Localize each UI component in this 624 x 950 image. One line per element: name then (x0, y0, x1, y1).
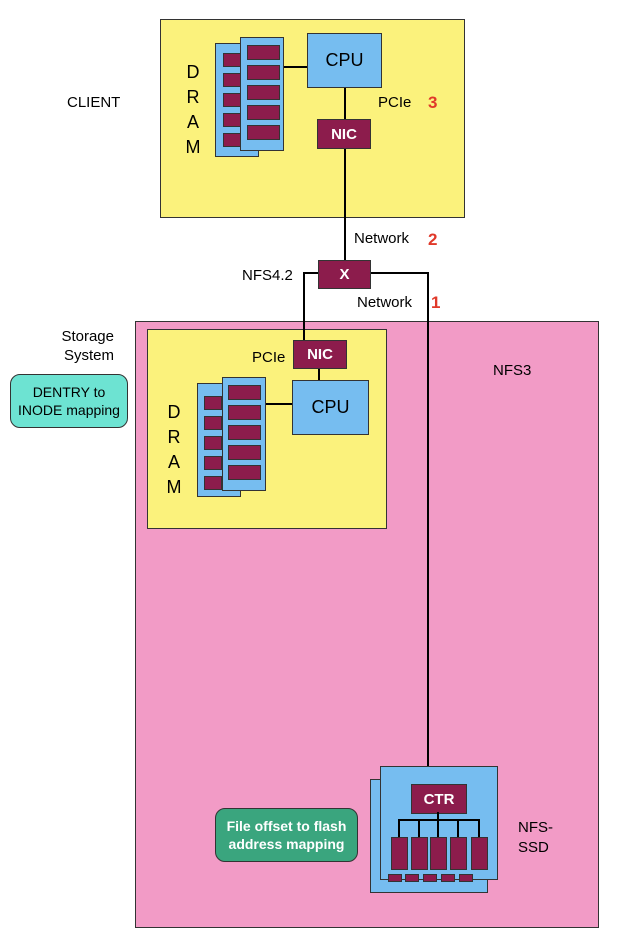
dram-letter: M (166, 477, 182, 497)
switch-server-v-line (303, 272, 305, 342)
dram-chip (247, 105, 280, 120)
dram-letter: R (167, 427, 181, 447)
dram-chip (223, 93, 241, 107)
dram-chip (228, 445, 261, 460)
nfs42-label: NFS4.2 (242, 267, 293, 284)
client-nic: NIC (317, 119, 371, 149)
ssd-bus-line (398, 819, 400, 837)
client-dram-cpu-line (282, 66, 307, 68)
pcie-server-label: PCIe (252, 349, 286, 366)
flash-chip (430, 837, 447, 870)
flash-chip (405, 874, 419, 882)
ssd-controller: CTR (411, 784, 467, 814)
nfs3-label: NFS3 (493, 362, 532, 379)
network-switch: X (318, 260, 371, 289)
dram-letter: D (167, 402, 181, 422)
dram-letter: D (186, 62, 200, 82)
dram-letter: M (185, 137, 201, 157)
server-nic-cpu-line (318, 368, 320, 380)
storage-system-label: Storage System (61, 328, 114, 364)
dram-chip (228, 465, 261, 480)
switch-ssd-h-line (369, 272, 429, 274)
dram-chip (223, 73, 241, 87)
flash-chip (391, 837, 408, 870)
dram-chip (204, 416, 222, 430)
nfs-ssd-label: NFS- SSD (518, 819, 553, 856)
flash-chip (423, 874, 437, 882)
switch-ssd-v-line (427, 272, 429, 766)
network-label-right: Network (357, 294, 413, 311)
ssd-bus-line (418, 819, 420, 837)
dram-chip (204, 476, 222, 490)
client-label: CLIENT (67, 94, 121, 111)
dram-chip (247, 65, 280, 80)
network-top-number-badge: 2 (428, 230, 438, 249)
flash-chip (388, 874, 402, 882)
dram-chip (204, 436, 222, 450)
network-label-top: Network (354, 230, 410, 247)
dram-letter: A (167, 452, 180, 472)
dram-chip (204, 396, 222, 410)
dentry-note: DENTRY to INODE mapping (10, 374, 128, 428)
flash-chip (441, 874, 455, 882)
pcie-number-badge: 3 (428, 93, 438, 112)
client-cpu-nic-line (344, 87, 346, 119)
network-right-number-badge: 1 (431, 293, 441, 312)
client-cpu: CPU (307, 33, 382, 88)
client-dram-label: D R A M (183, 60, 203, 160)
ssd-bus-line (437, 812, 439, 820)
dram-chip (228, 425, 261, 440)
ssd-bus-line (478, 819, 480, 837)
dram-chip (204, 456, 222, 470)
dram-letter: A (186, 112, 199, 132)
server-dram-cpu-line (264, 403, 292, 405)
pcie-client-label: PCIe (378, 94, 412, 111)
dram-chip (223, 133, 241, 147)
client-nic-switch-line (344, 148, 346, 260)
dram-chip (223, 53, 241, 67)
ssd-bus-line (437, 819, 439, 837)
flash-chip (450, 837, 467, 870)
dram-chip (247, 45, 280, 60)
dram-letter: R (186, 87, 200, 107)
ssd-bus-line (457, 819, 459, 837)
server-nic: NIC (293, 340, 347, 369)
flash-chip (471, 837, 488, 870)
dram-chip (223, 113, 241, 127)
dram-chip (247, 85, 280, 100)
file-offset-note: File offset to flash address mapping (215, 808, 358, 862)
server-cpu: CPU (292, 380, 369, 435)
dram-chip (228, 405, 261, 420)
flash-chip (459, 874, 473, 882)
dram-chip (228, 385, 261, 400)
switch-server-h-line (303, 272, 318, 274)
ssd-bus-line (398, 819, 480, 821)
dram-chip (247, 125, 280, 140)
flash-chip (411, 837, 428, 870)
server-dram-label: D R A M (164, 400, 184, 500)
